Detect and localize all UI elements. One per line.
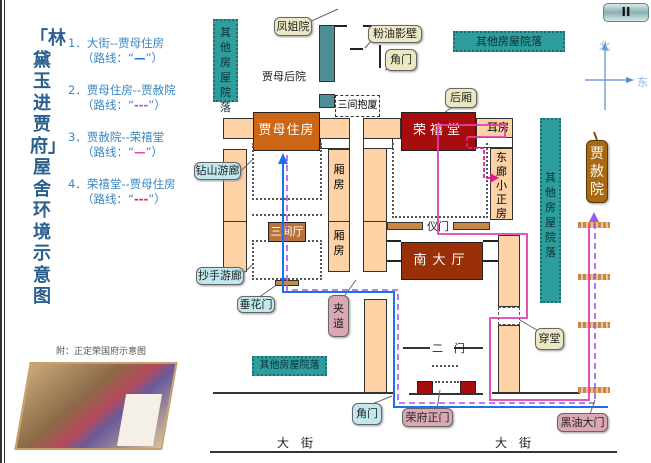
wall-line bbox=[454, 347, 483, 349]
route-mark: — bbox=[133, 51, 146, 65]
chuihua-gate-callout[interactable]: 垂花门 bbox=[237, 296, 275, 313]
fence-mark bbox=[578, 322, 610, 328]
route-label: 3．贾赦院--荣禧堂 bbox=[68, 130, 165, 144]
route-2-arrow bbox=[589, 212, 599, 222]
route-mark: --- bbox=[133, 98, 149, 112]
route-label: 2．贾母住房--贾赦院 bbox=[68, 83, 176, 97]
chuantang-passage bbox=[498, 307, 520, 325]
side-room: 厢房 bbox=[328, 221, 350, 272]
other-courtyard-nw: 其他房屋院落 bbox=[213, 19, 238, 114]
left-border bbox=[0, 0, 5, 463]
route-4-arrow bbox=[490, 173, 499, 183]
route-hint: （路线：“---”） bbox=[68, 98, 176, 113]
route-mark: --- bbox=[133, 192, 149, 206]
other-courtyard-e: 其他房屋院落 bbox=[540, 118, 561, 303]
jiamu-residence[interactable]: 贾母住房 bbox=[253, 112, 320, 151]
hint-suffix: ”） bbox=[148, 192, 166, 206]
route-4-line bbox=[466, 137, 493, 179]
route-hint: （路线：“---”） bbox=[68, 192, 176, 207]
pause-button[interactable]: II bbox=[603, 3, 649, 22]
route-3-line bbox=[437, 124, 590, 401]
route-label: 4．荣禧堂--贾母住房 bbox=[68, 177, 176, 191]
building bbox=[363, 221, 387, 272]
route-item[interactable]: 3．贾赦院--荣禧堂（路线：“—”） bbox=[68, 130, 176, 160]
hint-prefix: （路线：“ bbox=[82, 145, 134, 159]
street-line bbox=[210, 451, 617, 453]
rongfu-main-gate-callout[interactable]: 荣府正门 bbox=[402, 408, 453, 427]
corner-gate-callout[interactable]: 角门 bbox=[352, 403, 382, 425]
fengjie-wall bbox=[319, 94, 335, 108]
route-hint: （路线：“—”） bbox=[68, 145, 176, 160]
hint-suffix: ”） bbox=[145, 145, 163, 159]
route-1-line bbox=[282, 160, 608, 408]
wall-line bbox=[403, 347, 430, 349]
wall-line bbox=[387, 260, 401, 262]
chuantang-callout[interactable]: 穿堂 bbox=[535, 328, 564, 350]
side-gate-callout[interactable]: 角门 bbox=[385, 49, 417, 71]
east-small-main-room: 东廊小正房 bbox=[490, 148, 513, 220]
wall-line bbox=[492, 392, 580, 394]
street-label: 大 街 bbox=[277, 436, 314, 450]
street-label: 大 街 bbox=[495, 436, 532, 450]
fengjie-wall bbox=[319, 25, 335, 82]
jiamu-backyard-label: 贾母后院 bbox=[262, 70, 306, 83]
zuanshan-corridor-callout[interactable]: 钻山游廊 bbox=[194, 162, 241, 180]
other-courtyard-s: 其他房屋院落 bbox=[252, 356, 327, 376]
route-1-arrow bbox=[278, 153, 288, 164]
wall-line bbox=[379, 45, 381, 68]
hint-suffix: ”） bbox=[145, 51, 163, 65]
wall-line bbox=[213, 392, 394, 394]
courtyard-dotted bbox=[392, 143, 488, 218]
other-courtyard-ne: 其他房屋院落 bbox=[453, 31, 565, 52]
compass-east: 东 bbox=[637, 76, 648, 89]
route-item[interactable]: 2．贾母住房--贾赦院（路线：“---”） bbox=[68, 83, 176, 113]
route-hint: （路线：“—”） bbox=[68, 51, 176, 66]
south-main-hall[interactable]: 南大厅 bbox=[401, 242, 483, 280]
route-item[interactable]: 4．荣禧堂--贾母住房（路线：“---”） bbox=[68, 177, 176, 207]
wall-line bbox=[409, 393, 483, 395]
wall-line bbox=[350, 48, 363, 50]
route-list: 1．大街--贾母住房（路线：“—”） 2．贾母住房--贾赦院（路线：“---”）… bbox=[68, 36, 176, 224]
building bbox=[223, 221, 247, 272]
gate-dotted bbox=[432, 365, 458, 367]
route-2-line bbox=[286, 155, 596, 404]
compass-north: 北 bbox=[599, 40, 610, 53]
sanjian-hall[interactable]: 三间厅 bbox=[268, 222, 306, 242]
building bbox=[363, 148, 387, 222]
wall-line bbox=[335, 25, 347, 27]
gate-dotted bbox=[435, 381, 459, 383]
route-item[interactable]: 1．大街--贾母住房（路线：“—”） bbox=[68, 36, 176, 66]
hint-suffix: ”） bbox=[148, 98, 166, 112]
yimen-wall bbox=[387, 222, 423, 230]
rear-room-callout[interactable]: 后厢 bbox=[445, 88, 477, 108]
hint-prefix: （路线：“ bbox=[82, 98, 134, 112]
chaoshou-corridor-callout[interactable]: 抄手游廊 bbox=[196, 267, 244, 285]
yimen-wall bbox=[453, 222, 490, 230]
hint-prefix: （路线：“ bbox=[82, 51, 134, 65]
jiashe-courtyard-callout[interactable]: 贾赦院 bbox=[586, 140, 608, 203]
route-mark: — bbox=[133, 145, 146, 159]
fengjie-courtyard-callout[interactable]: 凤姐院 bbox=[274, 17, 312, 36]
wall-line bbox=[363, 25, 372, 27]
sanjian-baosha: 三间抱厦 bbox=[335, 95, 380, 117]
route-label: 1．大街--贾母住房 bbox=[68, 36, 165, 50]
wall-line bbox=[387, 240, 401, 242]
fence-mark bbox=[578, 222, 610, 228]
jiadao-callout[interactable]: 夹道 bbox=[328, 295, 349, 337]
wall-line bbox=[483, 240, 498, 242]
hint-prefix: （路线：“ bbox=[82, 192, 134, 206]
second-gate-label: 二 门 bbox=[432, 342, 465, 355]
fenyou-screen-wall-callout[interactable]: 粉油影壁 bbox=[368, 25, 422, 43]
thumbnail-caption: 附：正定荣国府示意图 bbox=[56, 347, 147, 357]
fence-mark bbox=[578, 387, 610, 393]
black-oil-gate-callout[interactable]: 黑油大门 bbox=[557, 413, 608, 432]
fence-mark bbox=[578, 274, 610, 280]
chuantang-building bbox=[498, 235, 520, 307]
wall-line bbox=[483, 260, 498, 262]
